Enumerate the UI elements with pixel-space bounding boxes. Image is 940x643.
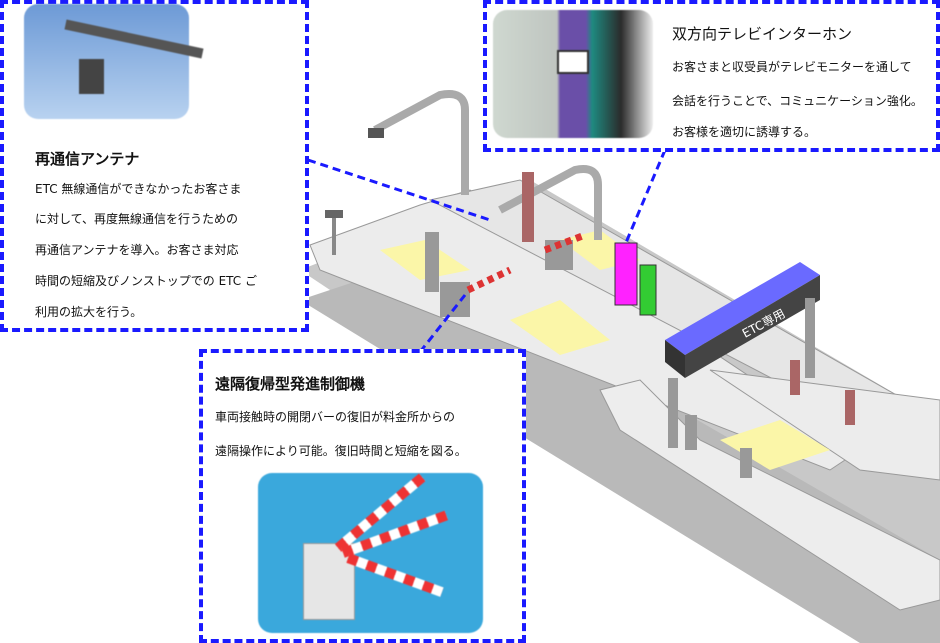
antenna-text: 再通信アンテナを導入。お客さま対応	[35, 243, 239, 257]
intercom-text: 会話を行うことで、コミュニケーション強化。	[672, 94, 923, 108]
antenna-text: ETC 無線通信ができなかったお客さま	[35, 182, 242, 196]
antenna-text: 利用の拡大を行う。	[35, 305, 143, 319]
intercom-title: 双方向テレビインターホン	[672, 25, 853, 43]
island-right	[709, 369, 940, 481]
canopy-pillar	[805, 298, 815, 378]
post	[685, 415, 697, 450]
callout-barrier: 遠隔復帰型発進制御機 車両接触時の開閉バーの復旧が料金所からの 遠隔操作により可…	[199, 349, 526, 643]
barrier-title: 遠隔復帰型発進制御機	[215, 375, 366, 393]
tv-intercom	[614, 242, 638, 306]
barrier-arm	[543, 231, 587, 254]
intercom-text: お客様を適切に誘導する。	[672, 125, 817, 139]
antenna	[368, 128, 384, 138]
intercom-photo	[493, 10, 653, 138]
callout-intercom: 双方向テレビインターホン お客さまと収受員がテレビモニターを通して 会話を行うこ…	[483, 0, 940, 152]
antenna-photo	[24, 4, 204, 119]
barrier-arm	[466, 266, 512, 294]
barrier-text: 車両接触時の開閉バーの復旧が料金所からの	[215, 410, 456, 424]
signal-post	[522, 172, 534, 242]
canopy	[665, 262, 820, 355]
callout-antenna: 再通信アンテナ ETC 無線通信ができなかったお客さま に対して、再度無線通信を…	[0, 0, 309, 332]
canopy-front	[665, 340, 685, 378]
barrier-text: 遠隔操作により可能。復旧時間と短縮を図る。	[215, 444, 467, 458]
intercom-text: お客さまと収受員がテレビモニターを通して	[672, 60, 912, 74]
antenna-title: 再通信アンテナ	[35, 150, 140, 168]
barrier-photo	[258, 473, 483, 633]
camera	[325, 210, 343, 218]
post	[845, 390, 855, 425]
camera-pole	[332, 215, 336, 255]
barrier-unit	[440, 282, 470, 317]
canopy-sign	[685, 275, 820, 378]
canopy-pillar	[668, 378, 678, 448]
ticket-machine	[639, 264, 657, 316]
antenna-gantry	[373, 90, 469, 195]
signal-post	[425, 232, 439, 292]
post	[740, 448, 752, 478]
lane-mark	[720, 420, 830, 470]
antenna-text: に対して、再度無線通信を行うための	[35, 212, 239, 226]
callout-connector	[623, 149, 667, 246]
callout-connector	[307, 158, 491, 222]
gantry-2	[498, 165, 602, 240]
lane-mark	[510, 300, 610, 355]
post	[790, 360, 800, 395]
antenna-text: 時間の短縮及びノンストップでの ETC ご	[35, 274, 257, 288]
